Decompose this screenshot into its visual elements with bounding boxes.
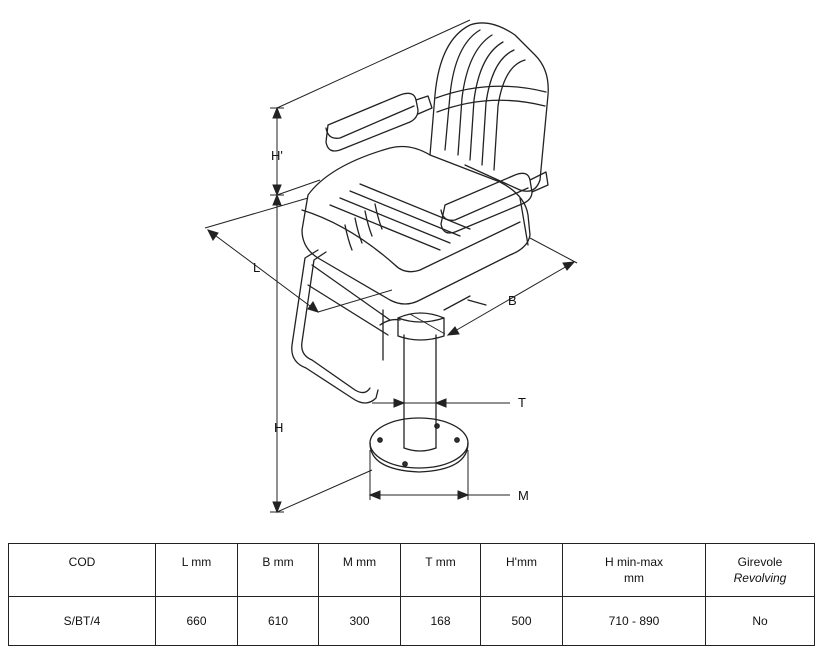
table-row: S/BT/4 660 610 300 168 500 710 - 890 No xyxy=(8,596,815,646)
label-b: B xyxy=(508,293,517,308)
cell-h-prime: 500 xyxy=(480,596,563,646)
cell-h-range: 710 - 890 xyxy=(562,596,706,646)
pedestal-column xyxy=(379,309,445,452)
backrest xyxy=(429,22,549,192)
label-h: H xyxy=(274,420,283,435)
label-t: T xyxy=(518,395,526,410)
right-armrest xyxy=(440,171,549,246)
cell-t: 168 xyxy=(400,596,481,646)
label-l: L xyxy=(253,260,260,275)
left-armrest xyxy=(325,92,433,152)
header-t: T mm xyxy=(400,543,481,597)
header-m: M mm xyxy=(318,543,401,597)
header-l: L mm xyxy=(155,543,238,597)
dimension-line-l xyxy=(207,229,319,313)
seat-cushion xyxy=(301,145,531,305)
base-plate xyxy=(369,417,469,473)
label-m: M xyxy=(518,488,529,503)
header-cod: COD xyxy=(8,543,156,597)
cell-m: 300 xyxy=(318,596,401,646)
seat-technical-drawing: H' L B T H M xyxy=(204,19,578,514)
label-h-prime: H' xyxy=(271,148,283,163)
cell-revolving: No xyxy=(705,596,815,646)
cell-cod: S/BT/4 xyxy=(8,596,156,646)
cell-b: 610 xyxy=(237,596,319,646)
tube-frame xyxy=(291,249,487,404)
header-h-prime: H'mm xyxy=(480,543,563,597)
cell-l: 660 xyxy=(155,596,238,646)
dimension-line-b xyxy=(447,261,575,336)
header-b: B mm xyxy=(237,543,319,597)
